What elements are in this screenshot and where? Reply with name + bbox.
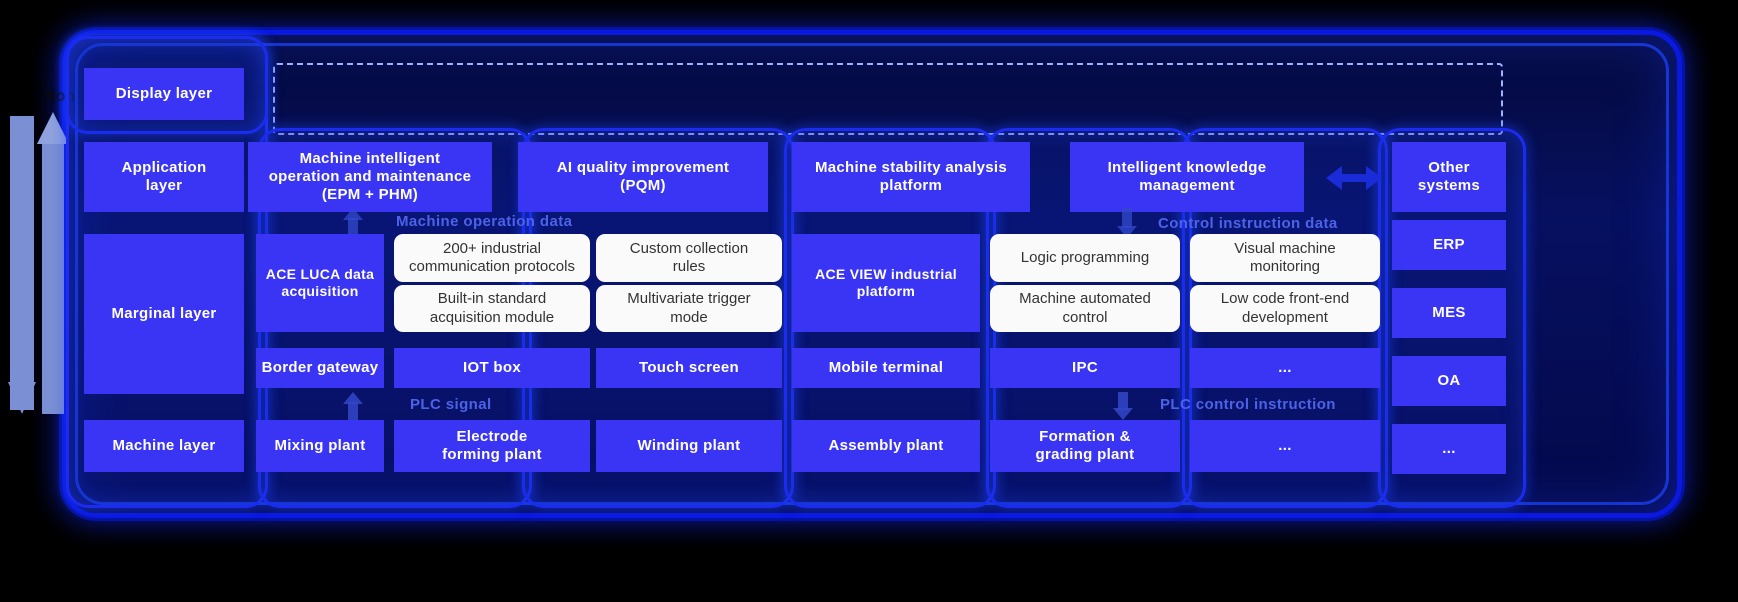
- flow-label-control-instruction-data: Control instruction data: [1158, 215, 1338, 232]
- display-layer-dashed-band: [273, 63, 1503, 135]
- feature-card-custom-rules[interactable]: Custom collection rules: [596, 234, 782, 282]
- machine-card-mixing-plant[interactable]: Mixing plant: [256, 420, 384, 472]
- app-card-ai-quality[interactable]: AI quality improvement (PQM): [518, 142, 768, 212]
- layer-label-machine[interactable]: Machine layer: [84, 420, 244, 472]
- feature-card-automated-control[interactable]: Machine automated control: [990, 285, 1180, 332]
- app-card-knowledge[interactable]: Intelligent knowledge management: [1070, 142, 1304, 212]
- flow-label-plc-signal: PLC signal: [410, 396, 492, 413]
- device-card-ipc[interactable]: IPC: [990, 348, 1180, 388]
- up-arrow-icon: [37, 112, 68, 414]
- right-column-item-erp[interactable]: ERP: [1392, 220, 1506, 270]
- down-arrow-icon: [8, 116, 36, 414]
- plc-down-arrow-icon: [1113, 392, 1133, 420]
- layer-label-marginal[interactable]: Marginal layer: [84, 234, 244, 394]
- downward-control-arrow-icon: [1117, 208, 1137, 238]
- feature-card-low-code[interactable]: Low code front-end development: [1190, 285, 1380, 332]
- platform-card-ace-luca[interactable]: ACE LUCA data acquisition: [256, 234, 384, 332]
- machine-card-winding-plant[interactable]: Winding plant: [596, 420, 782, 472]
- flow-label-machine-operation-data: Machine operation data: [396, 213, 573, 230]
- platform-card-ace-view[interactable]: ACE VIEW industrial platform: [792, 234, 980, 332]
- plc-up-arrow-icon: [343, 392, 363, 420]
- device-card-mobile-terminal[interactable]: Mobile terminal: [792, 348, 980, 388]
- machine-card-ellipsis[interactable]: ...: [1190, 420, 1380, 472]
- machine-card-assembly-plant[interactable]: Assembly plant: [792, 420, 980, 472]
- feature-card-protocols[interactable]: 200+ industrial communication protocols: [394, 234, 590, 282]
- feature-card-visual-monitoring[interactable]: Visual machine monitoring: [1190, 234, 1380, 282]
- app-card-epm-phm[interactable]: Machine intelligent operation and mainte…: [248, 142, 492, 212]
- right-column-item-ellipsis[interactable]: ...: [1392, 424, 1506, 474]
- machine-card-formation-grading[interactable]: Formation & grading plant: [990, 420, 1180, 472]
- right-column-item-oa[interactable]: OA: [1392, 356, 1506, 406]
- right-column-item-mes[interactable]: MES: [1392, 288, 1506, 338]
- device-card-iot-box[interactable]: IOT box: [394, 348, 590, 388]
- layer-label-application[interactable]: Application layer: [84, 142, 244, 212]
- feature-card-standard-module[interactable]: Built-in standard acquisition module: [394, 285, 590, 332]
- device-card-ellipsis[interactable]: ...: [1190, 348, 1380, 388]
- right-column-header-other-systems[interactable]: Other systems: [1392, 142, 1506, 212]
- app-card-stability[interactable]: Machine stability analysis platform: [792, 142, 1030, 212]
- feature-card-trigger-mode[interactable]: Multivariate trigger mode: [596, 285, 782, 332]
- device-card-touch-screen[interactable]: Touch screen: [596, 348, 782, 388]
- clipped-left-label: tion: [46, 88, 76, 105]
- feature-card-logic-programming[interactable]: Logic programming: [990, 234, 1180, 282]
- bidirectional-link-icon: [1326, 166, 1382, 190]
- upward-data-arrow-icon: [343, 208, 363, 238]
- device-card-border-gateway[interactable]: Border gateway: [256, 348, 384, 388]
- machine-card-electrode-forming[interactable]: Electrode forming plant: [394, 420, 590, 472]
- bidirectional-flow-arrows: [8, 112, 68, 414]
- layer-label-display[interactable]: Display layer: [84, 68, 244, 120]
- flow-label-plc-control-instruction: PLC control instruction: [1160, 396, 1336, 413]
